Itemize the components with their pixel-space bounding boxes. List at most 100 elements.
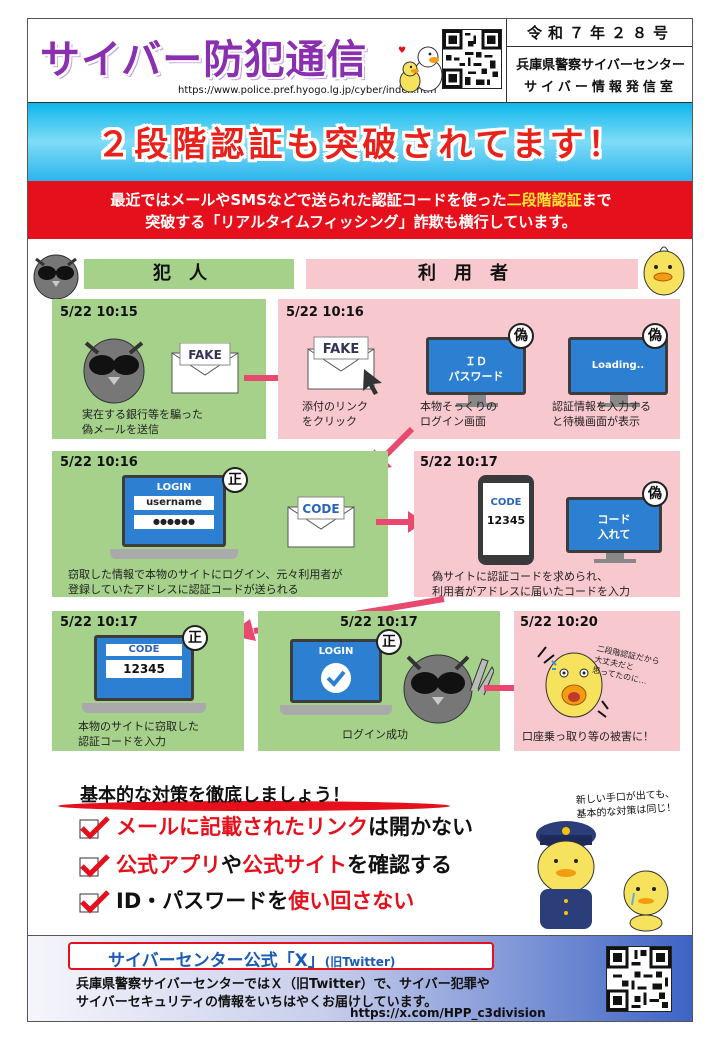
check-icon bbox=[79, 854, 110, 878]
real-badge: 正 bbox=[376, 629, 402, 655]
title-underline bbox=[58, 801, 450, 811]
owl-criminal-icon bbox=[83, 338, 145, 404]
user-column-header: 利用者 bbox=[306, 259, 638, 289]
check-icon bbox=[79, 890, 110, 914]
monitor-icon: コード 入れて 偽 bbox=[564, 481, 674, 575]
step-caption: 本物そっくりの bbox=[420, 400, 497, 413]
login-label: LOGIN bbox=[318, 646, 354, 657]
step-panel-1: 5/22 10:15 FAKE 実在する銀行等を騙った 偽メールを送信 bbox=[52, 299, 266, 439]
phone-code-digits: 12345 bbox=[486, 514, 526, 527]
step-caption: と待機画面が表示 bbox=[552, 415, 640, 428]
step-caption: 偽メールを送信 bbox=[82, 423, 159, 436]
smartphone-icon: CODE 12345 bbox=[478, 475, 534, 565]
x-url[interactable]: https://x.com/HPP_c3division bbox=[350, 1006, 546, 1020]
step-caption: 添付のリンク bbox=[302, 400, 368, 413]
x-account-box[interactable]: サイバーセンター公式「X」(旧Twitter) bbox=[68, 942, 494, 971]
qr-code-icon[interactable] bbox=[606, 946, 672, 1012]
step-time: 5/22 10:16 bbox=[286, 305, 364, 320]
screen-text: パスワード bbox=[448, 370, 504, 383]
envelope-icon: CODE bbox=[287, 496, 355, 548]
x-subtitle: (旧Twitter) bbox=[324, 955, 396, 969]
measure-rest: を確認する bbox=[347, 853, 452, 877]
headline: ２段階認証も突破されてます！ bbox=[96, 125, 626, 165]
duck-mascot-icon: ♥ bbox=[398, 46, 443, 93]
envelope-icon: FAKE bbox=[307, 336, 382, 395]
phone-code-label: CODE bbox=[490, 497, 522, 508]
step-time: 5/22 10:20 bbox=[520, 615, 598, 630]
owl-criminal-icon bbox=[33, 254, 79, 300]
step-caption: 認証コードを入力 bbox=[78, 735, 166, 748]
fake-badge: 偽 bbox=[508, 323, 534, 349]
step-caption: 窃取した情報で本物のサイトにログイン、元々利用者が bbox=[68, 568, 343, 581]
step-caption: 認証情報を入力する bbox=[552, 400, 651, 413]
step-caption: 実在する銀行等を騙った bbox=[82, 408, 203, 421]
step-caption: をクリック bbox=[302, 415, 357, 428]
step-panel-7: 5/22 10:20 二段階認証だから 大丈夫だと 思ってたのに… 口座乗っ取り… bbox=[514, 611, 680, 751]
svg-text:♥: ♥ bbox=[398, 46, 406, 56]
owl-criminal-icon bbox=[403, 654, 494, 724]
headline-banner: ２段階認証も突破されてます！ bbox=[28, 103, 692, 181]
code-label: CODE bbox=[302, 502, 339, 516]
laptop-icon: LOGIN 正 bbox=[280, 629, 402, 721]
laptop-icon: CODE 12345 正 bbox=[82, 625, 208, 719]
step-panel-6: 5/22 10:17 LOGIN 正 ログイン成功 bbox=[258, 611, 500, 751]
check-circle-icon bbox=[321, 663, 351, 693]
step-caption: 口座乗っ取り等の被害に！ bbox=[522, 730, 654, 743]
measures-title: 基本的な対策を徹底しましょう！ bbox=[80, 785, 350, 806]
measure-mid: や bbox=[221, 853, 242, 877]
warning-text-line2: 突破する「リアルタイムフィッシング」詐欺も横行しています。 bbox=[145, 213, 577, 231]
real-badge: 正 bbox=[182, 625, 208, 651]
step-panel-2: 5/22 10:16 FAKE 添付のリンク をクリック ＩＤ パスワード 偽 … bbox=[278, 299, 680, 439]
measure-red: メールに記載されたリンク bbox=[116, 815, 368, 839]
issue-info: 令和７年２８号 兵庫県警察サイバーセンター サイバー情報発信室 bbox=[506, 19, 692, 103]
org-division: サイバー情報発信室 bbox=[524, 80, 677, 95]
step-caption: 利用者がアドレスに届いたコードを入力 bbox=[432, 585, 630, 598]
step-time: 5/22 10:17 bbox=[340, 615, 418, 630]
newsletter-page: サイバー防犯通信 https://www.police.pref.hyogo.l… bbox=[27, 18, 693, 1022]
password-field: ●●●●●● bbox=[134, 515, 214, 529]
measure-pre: ID・パスワードを bbox=[116, 889, 289, 913]
step-time: 5/22 10:15 bbox=[60, 305, 138, 320]
shocked-duck-icon bbox=[537, 646, 609, 718]
login-label: LOGIN bbox=[156, 482, 192, 493]
measure-rest: は開かない bbox=[368, 815, 473, 839]
monitor-icon: ＩＤ パスワード 偽 bbox=[424, 323, 536, 413]
measure-red: 使い回さない bbox=[288, 889, 415, 913]
code-digits: 12345 bbox=[106, 660, 182, 678]
newsletter-title: サイバー防犯通信 bbox=[40, 37, 368, 83]
warning-text-1: 最近ではメールやSMSなどで送られた認証コードを使った bbox=[110, 191, 507, 209]
x-title: サイバーセンター公式「X」 bbox=[108, 951, 325, 971]
header: サイバー防犯通信 https://www.police.pref.hyogo.l… bbox=[28, 19, 692, 103]
step-time: 5/22 10:16 bbox=[60, 455, 138, 470]
step-panel-4: 5/22 10:17 CODE 12345 コード 入れて 偽 偽サイトに認証コ… bbox=[414, 451, 680, 598]
police-duck-icon bbox=[536, 821, 669, 932]
fake-badge: 偽 bbox=[642, 481, 668, 507]
duck-mascot-icon bbox=[643, 246, 685, 296]
measure-red: 公式サイト bbox=[242, 853, 347, 877]
measure-item: メールに記載されたリンクは開かない bbox=[78, 813, 481, 841]
qr-code-icon[interactable] bbox=[442, 29, 502, 89]
header-url[interactable]: https://www.police.pref.hyogo.lg.jp/cybe… bbox=[178, 85, 437, 96]
real-badge: 正 bbox=[222, 467, 248, 493]
cursor-icon bbox=[363, 369, 382, 395]
screen-text: ＩＤ bbox=[465, 355, 487, 368]
username-field: username bbox=[134, 496, 214, 510]
fake-badge: 偽 bbox=[642, 323, 668, 349]
step-caption: 登録していたアドレスに認証コードが送られる bbox=[68, 583, 299, 596]
screen-text: 入れて bbox=[597, 528, 631, 541]
step-caption: ログイン成功 bbox=[342, 728, 408, 741]
step-time: 5/22 10:17 bbox=[60, 615, 138, 630]
envelope-label: FAKE bbox=[323, 342, 359, 357]
step-time: 5/22 10:17 bbox=[420, 455, 498, 470]
issue-number: 令和７年２８号 bbox=[507, 19, 692, 47]
screen-text: コード bbox=[597, 513, 631, 526]
laptop-icon: LOGIN username ●●●●●● 正 bbox=[110, 467, 248, 565]
envelope-icon: FAKE bbox=[171, 343, 239, 394]
check-icon bbox=[79, 816, 110, 840]
footer-text: 兵庫県警察サイバーセンターではＸ（旧Twitter）で、サイバー犯罪や bbox=[76, 977, 490, 992]
loading-text: Loading.. bbox=[591, 360, 645, 371]
monitor-icon: Loading.. 偽 bbox=[566, 323, 678, 413]
measure-item: ID・パスワードを使い回さない bbox=[78, 887, 423, 915]
org-name: 兵庫県警察サイバーセンター bbox=[516, 58, 685, 73]
envelope-label: FAKE bbox=[188, 348, 222, 362]
